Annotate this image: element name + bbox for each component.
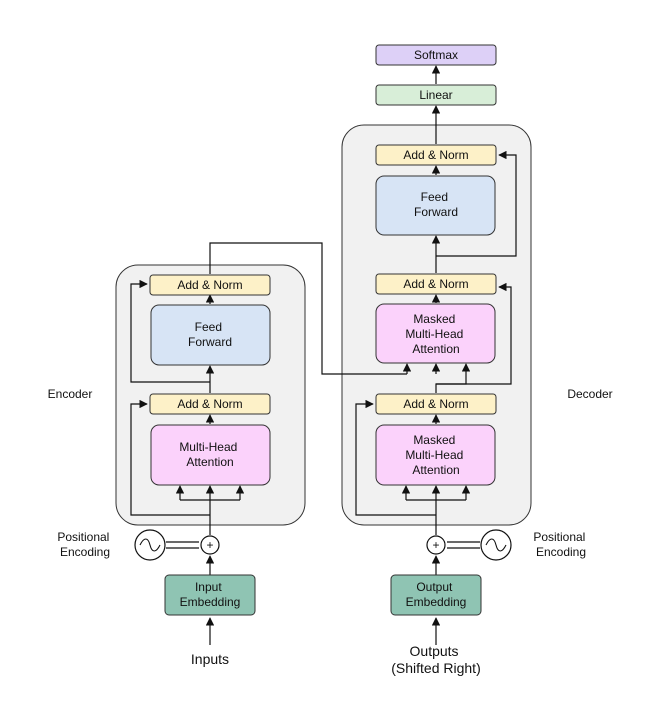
linear-label: Linear xyxy=(419,88,452,102)
decoder-add-norm-middle-label: Add & Norm xyxy=(403,277,468,291)
encoder-sine-wave xyxy=(139,538,161,552)
encoder-add-norm-top xyxy=(149,274,271,296)
outputs-label: Outputs (Shifted Right) xyxy=(391,643,480,676)
decoder-add-norm-top-label: Add & Norm xyxy=(403,148,468,162)
decoder-feed-forward-label: Feed Forward xyxy=(414,190,458,219)
encoder-feed-forward-label: Feed Forward xyxy=(188,320,232,349)
decoder-positional-encoding-label: Positional Encoding xyxy=(533,530,588,559)
encoder-feed-forward xyxy=(150,304,271,366)
decoder-cross-attention xyxy=(375,303,496,364)
input-embedding-label: Input Embedding xyxy=(180,580,241,609)
inputs-label: Inputs xyxy=(191,651,229,667)
decoder-self-attention xyxy=(375,424,496,486)
decoder-wires xyxy=(355,65,517,645)
encoder-multi-head-attention xyxy=(150,424,271,486)
decoder-cross-attention-label: Masked Multi-Head Attention xyxy=(405,312,466,356)
encoder-add-circle xyxy=(200,535,220,555)
encoder-add-norm-bottom xyxy=(149,393,271,415)
encoder-positional-encoding-label: Positional Encoding xyxy=(57,530,112,559)
decoder-self-attention-label: Masked Multi-Head Attention xyxy=(405,433,466,477)
encoder-plus-symbol: + xyxy=(206,538,213,552)
output-embedding-label: Output Embedding xyxy=(406,580,467,609)
decoder-add-norm-top xyxy=(375,144,497,166)
linear-block xyxy=(375,84,497,106)
encoder-label: Encoder xyxy=(48,387,93,401)
softmax-block xyxy=(375,44,497,66)
input-embedding-block xyxy=(164,574,256,616)
decoder-label: Decoder xyxy=(567,387,612,401)
softmax-label: Softmax xyxy=(414,48,458,62)
output-embedding-block xyxy=(390,574,482,616)
decoder-add-norm-bottom xyxy=(375,393,497,415)
encoder-attention-label: Multi-Head Attention xyxy=(179,440,240,469)
decoder-add-circle xyxy=(426,535,446,555)
decoder-plus-symbol: + xyxy=(432,538,439,552)
decoder-sine-wave xyxy=(485,538,507,552)
encoder-add-norm-top-label: Add & Norm xyxy=(177,278,242,292)
encoder-add-norm-bottom-label: Add & Norm xyxy=(177,397,242,411)
decoder-feed-forward xyxy=(375,175,496,236)
encoder-wires xyxy=(130,242,441,645)
decoder-add-norm-bottom-label: Add & Norm xyxy=(403,397,468,411)
decoder-add-norm-middle xyxy=(375,273,497,295)
